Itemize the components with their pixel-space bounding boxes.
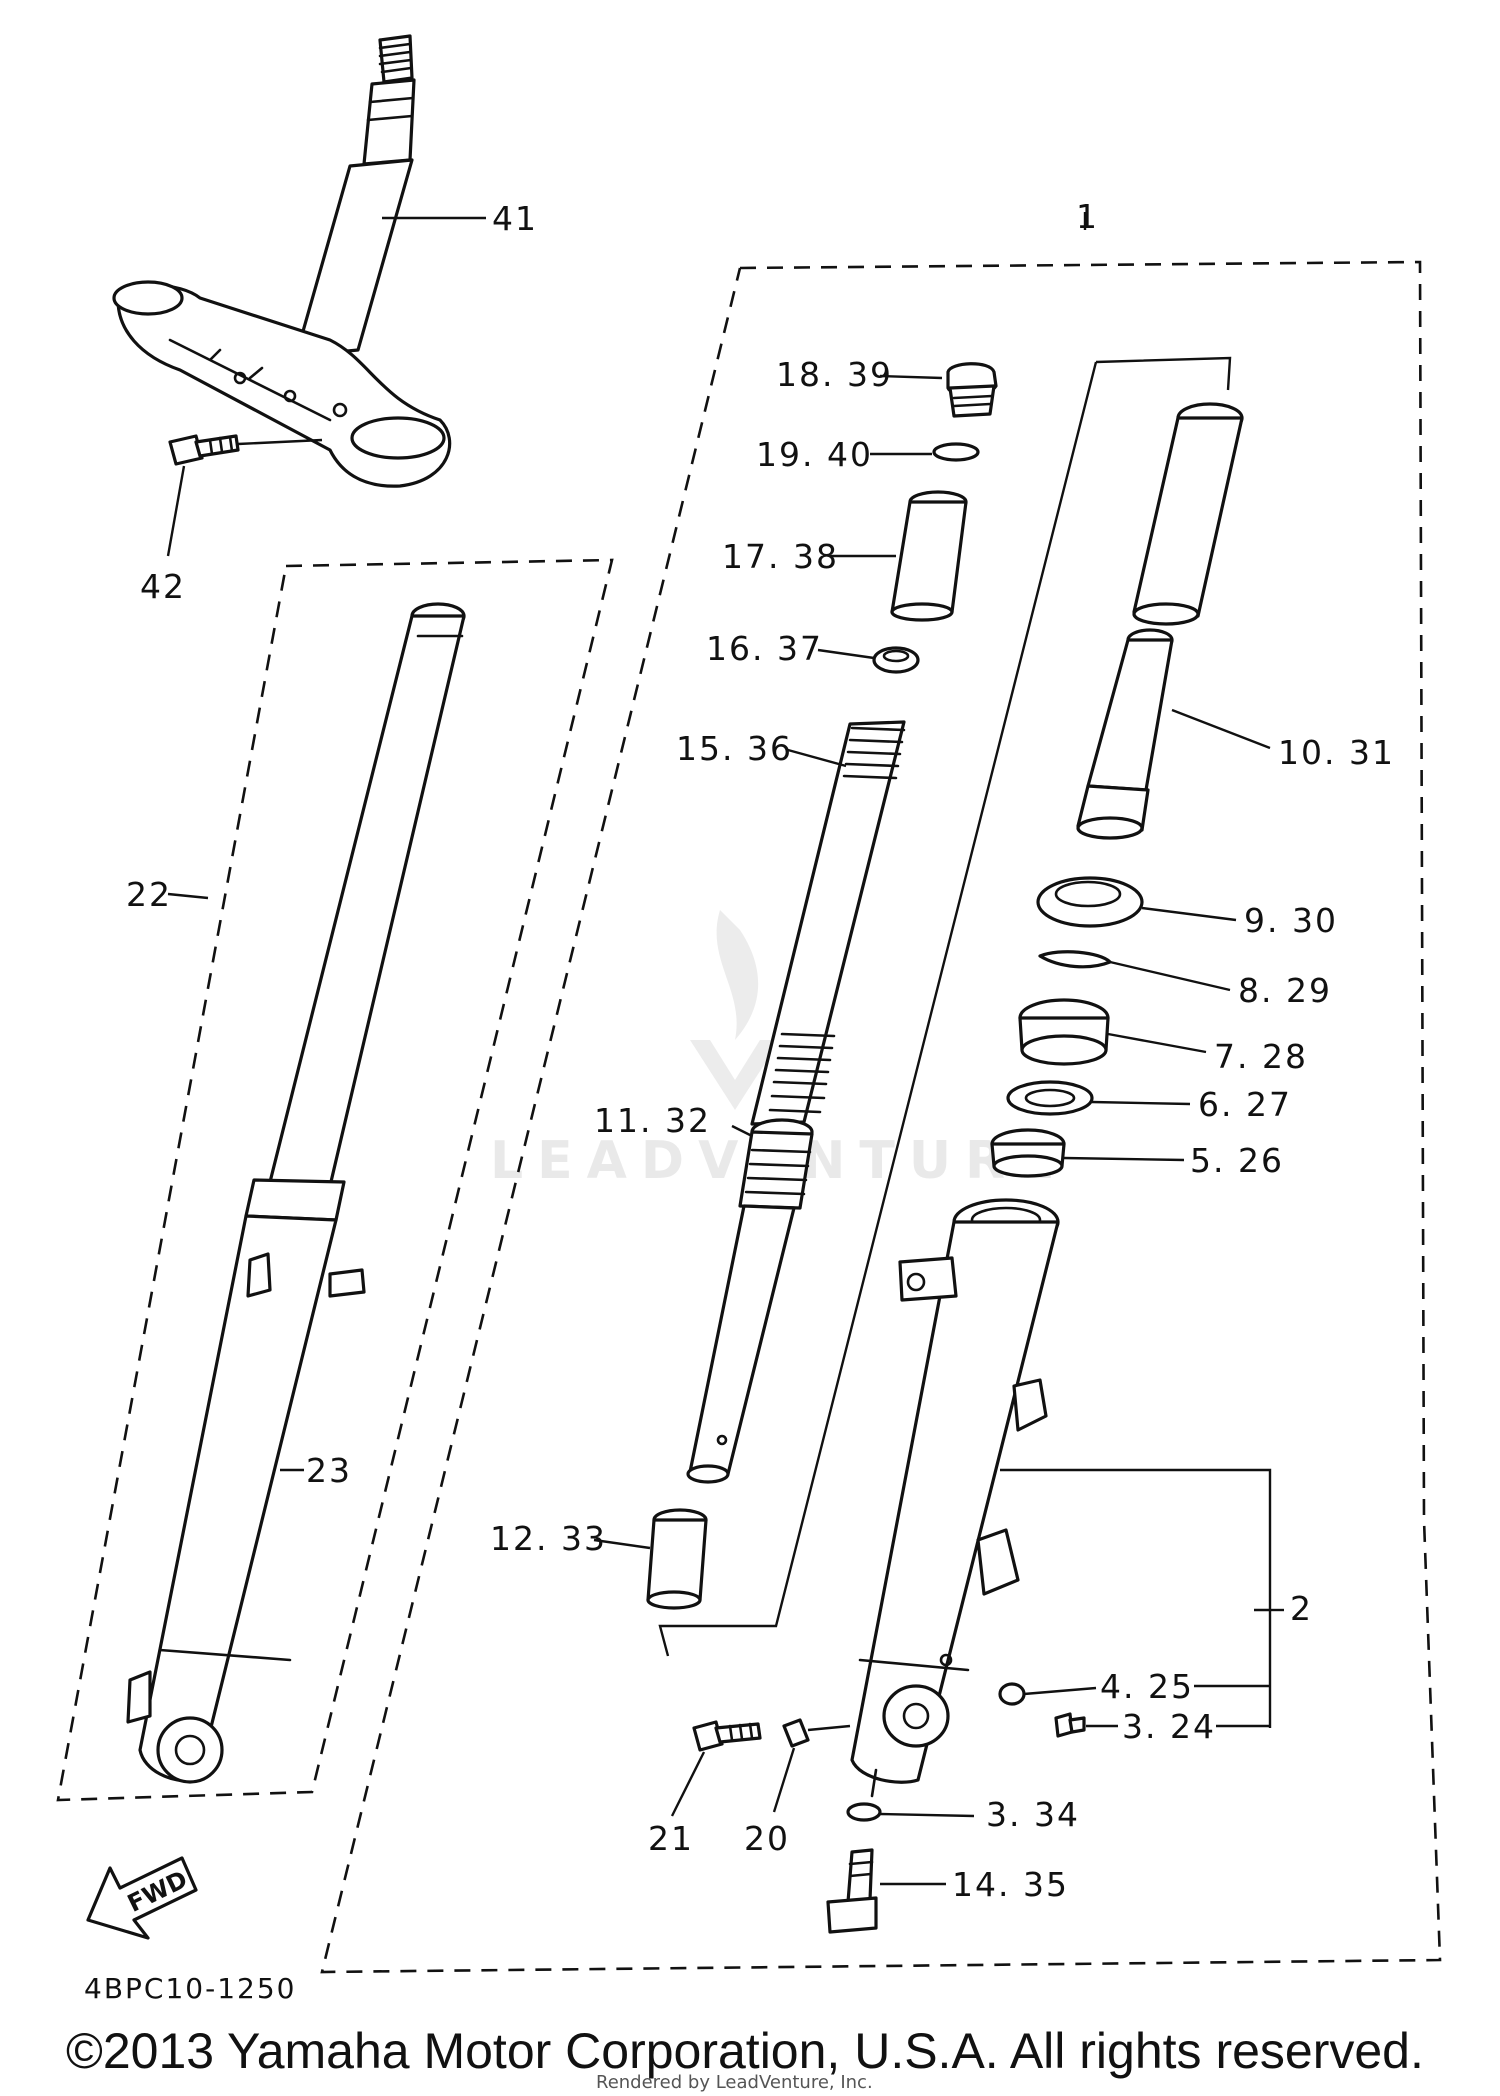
leader-11-32 xyxy=(731,1124,753,1138)
label-10-31: 10. 31 xyxy=(1278,733,1395,772)
label-42: 42 xyxy=(140,567,186,606)
inner-group-bracket-side xyxy=(658,361,1098,1657)
o-ring-part-19-40 xyxy=(932,442,980,462)
steering-stem-part-41 xyxy=(112,34,452,488)
cap-part-4-25 xyxy=(998,1682,1026,1706)
collar-part-17-38 xyxy=(890,490,968,622)
cap-bolt-part-18-39 xyxy=(946,362,998,418)
rendered-by-note: Rendered by LeadVenture, Inc. xyxy=(596,2072,873,2093)
forward-arrow-icon: FWD xyxy=(86,1856,198,1940)
label-18-39: 18. 39 xyxy=(776,355,893,394)
oil-seal-part-7-28 xyxy=(1018,998,1110,1066)
leader-5-26 xyxy=(1063,1156,1185,1162)
outer-tube-part-2 xyxy=(850,1198,1060,1784)
label-22: 22 xyxy=(126,875,172,914)
damper-rod-part-11-32 xyxy=(686,1118,814,1484)
label-15-36: 15. 36 xyxy=(676,729,793,768)
label-19-40: 19. 40 xyxy=(756,435,873,474)
bolt-part-14-35 xyxy=(826,1848,878,1934)
leader-21 xyxy=(670,1751,706,1817)
leader-9-30 xyxy=(1141,906,1237,922)
label-1: 1 xyxy=(1076,197,1099,236)
leader-42 xyxy=(166,465,186,557)
label-14-35: 14. 35 xyxy=(952,1865,1069,1904)
leader-18-39 xyxy=(879,374,943,380)
oil-lock-piece-part-12-33 xyxy=(646,1508,708,1610)
label-41: 41 xyxy=(492,199,538,238)
copyright-notice: ©2013 Yamaha Motor Corporation, U.S.A. A… xyxy=(66,2023,1424,2079)
leader-42-top xyxy=(237,438,323,446)
label-7-28: 7. 28 xyxy=(1214,1037,1308,1076)
label-5-26: 5. 26 xyxy=(1190,1141,1284,1180)
gasket-part-3-34 xyxy=(846,1802,882,1822)
assembly-22-boundary xyxy=(56,558,614,1802)
leader-22 xyxy=(167,892,209,900)
piston-metal-part-5-26 xyxy=(990,1128,1066,1178)
leader-10-31 xyxy=(1171,708,1271,750)
label-20: 20 xyxy=(744,1819,790,1858)
gasket-axis-line xyxy=(870,1768,878,1798)
inner-group-bracket-top xyxy=(1095,356,1232,391)
leader-8-29 xyxy=(1109,960,1231,992)
leader-7-28 xyxy=(1107,1032,1207,1054)
leader-3-34 xyxy=(879,1812,975,1818)
leader-15-36 xyxy=(787,748,847,768)
drain-screw-part-3-24 xyxy=(1054,1712,1086,1738)
fork-spring-part-15-36 xyxy=(750,720,906,1126)
label-16-37: 16. 37 xyxy=(706,629,823,668)
washer-part-6-27 xyxy=(1006,1080,1094,1116)
leader-4-25 xyxy=(1023,1686,1097,1696)
leader-16-37 xyxy=(817,648,875,660)
bolt-part-21 xyxy=(692,1720,762,1752)
label-2: 2 xyxy=(1290,1589,1313,1628)
leader-20-axis xyxy=(807,1724,851,1732)
label-3-34: 3. 34 xyxy=(986,1795,1080,1834)
label-11-32: 11. 32 xyxy=(594,1101,711,1140)
label-4-25: 4. 25 xyxy=(1100,1667,1194,1706)
diagram-code: 4BPC10-1250 xyxy=(84,1972,296,2005)
label-3-24: 3. 24 xyxy=(1122,1707,1216,1746)
assembly-1-boundary xyxy=(320,260,1442,1974)
inner-tube-lower-part-10-31 xyxy=(1076,628,1174,840)
spring-seat-part-16-37 xyxy=(872,646,920,674)
label-9-30: 9. 30 xyxy=(1244,901,1338,940)
leader-2 xyxy=(1000,1468,1272,1612)
label-12-33: 12. 33 xyxy=(490,1519,607,1558)
dust-seal-part-9-30 xyxy=(1036,876,1144,928)
leader-12-33 xyxy=(593,1538,651,1550)
left-fork-assembly-part-23 xyxy=(126,602,466,1784)
label-23: 23 xyxy=(306,1451,352,1490)
pinch-bolt-part-42 xyxy=(168,434,240,466)
nut-part-20 xyxy=(782,1718,810,1748)
leader-20 xyxy=(772,1747,796,1813)
label-17-38: 17. 38 xyxy=(722,537,839,576)
inner-tube xyxy=(1132,402,1244,626)
leader-6-27 xyxy=(1091,1100,1191,1106)
label-21: 21 xyxy=(648,1819,694,1858)
circlip-part-8-29 xyxy=(1038,950,1112,969)
label-8-29: 8. 29 xyxy=(1238,971,1332,1010)
label-6-27: 6. 27 xyxy=(1198,1085,1292,1124)
